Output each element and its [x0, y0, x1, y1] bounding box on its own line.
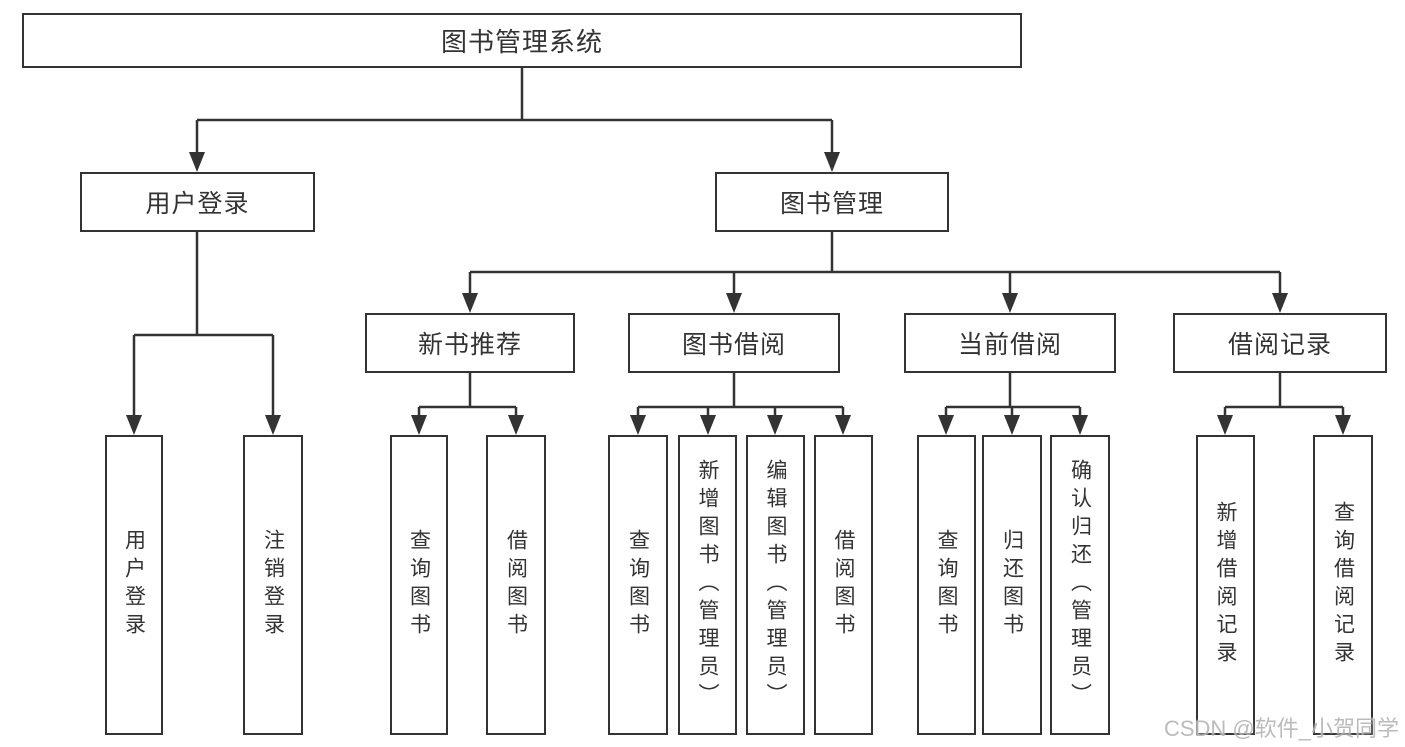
leaf-query-borrow-record: 查询借阅记录 — [1313, 435, 1373, 735]
node-book-borrow: 图书借阅 — [628, 313, 840, 373]
connector-bookmgmt-to-level3 — [468, 232, 1282, 295]
leaf-edit-books-admin: 编辑图书（管理员） — [746, 435, 805, 735]
connector-borrowrecord-to-leaves — [1223, 373, 1345, 417]
leaf-query-books-recommend: 查询图书 — [390, 435, 448, 735]
csdn-watermark: CSDN @软件_小贺同学 — [1163, 716, 1399, 741]
leaf-query-books-borrow: 查询图书 — [608, 435, 668, 735]
leaf-borrow-books: 借阅图书 — [814, 435, 873, 735]
connector-currentborrow-to-leaves — [944, 373, 1082, 417]
connector-root-to-level2 — [195, 68, 834, 154]
node-user-login-module: 用户登录 — [80, 172, 315, 232]
leaf-confirm-return-admin: 确认归还（管理员） — [1050, 435, 1110, 735]
leaf-add-borrow-record: 新增借阅记录 — [1196, 435, 1255, 735]
node-root-library-system: 图书管理系统 — [22, 13, 1022, 68]
connector-newbook-to-leaves — [417, 373, 518, 417]
arrowheads — [126, 152, 1351, 435]
connector-bookborrow-to-leaves — [636, 373, 845, 417]
leaf-add-books-admin: 新增图书（管理员） — [678, 435, 737, 735]
leaf-borrow-books-recommend: 借阅图书 — [486, 435, 546, 735]
node-borrow-record: 借阅记录 — [1173, 313, 1387, 373]
leaf-logout: 注销登录 — [243, 435, 303, 735]
node-book-management-module: 图书管理 — [715, 172, 949, 232]
leaf-return-books: 归还图书 — [982, 435, 1042, 735]
node-current-borrow: 当前借阅 — [904, 313, 1116, 373]
leaf-user-login: 用户登录 — [105, 435, 163, 735]
node-new-book-recommend: 新书推荐 — [365, 313, 575, 373]
connector-userlogin-to-leaves — [132, 232, 275, 417]
leaf-query-books-current: 查询图书 — [917, 435, 976, 735]
